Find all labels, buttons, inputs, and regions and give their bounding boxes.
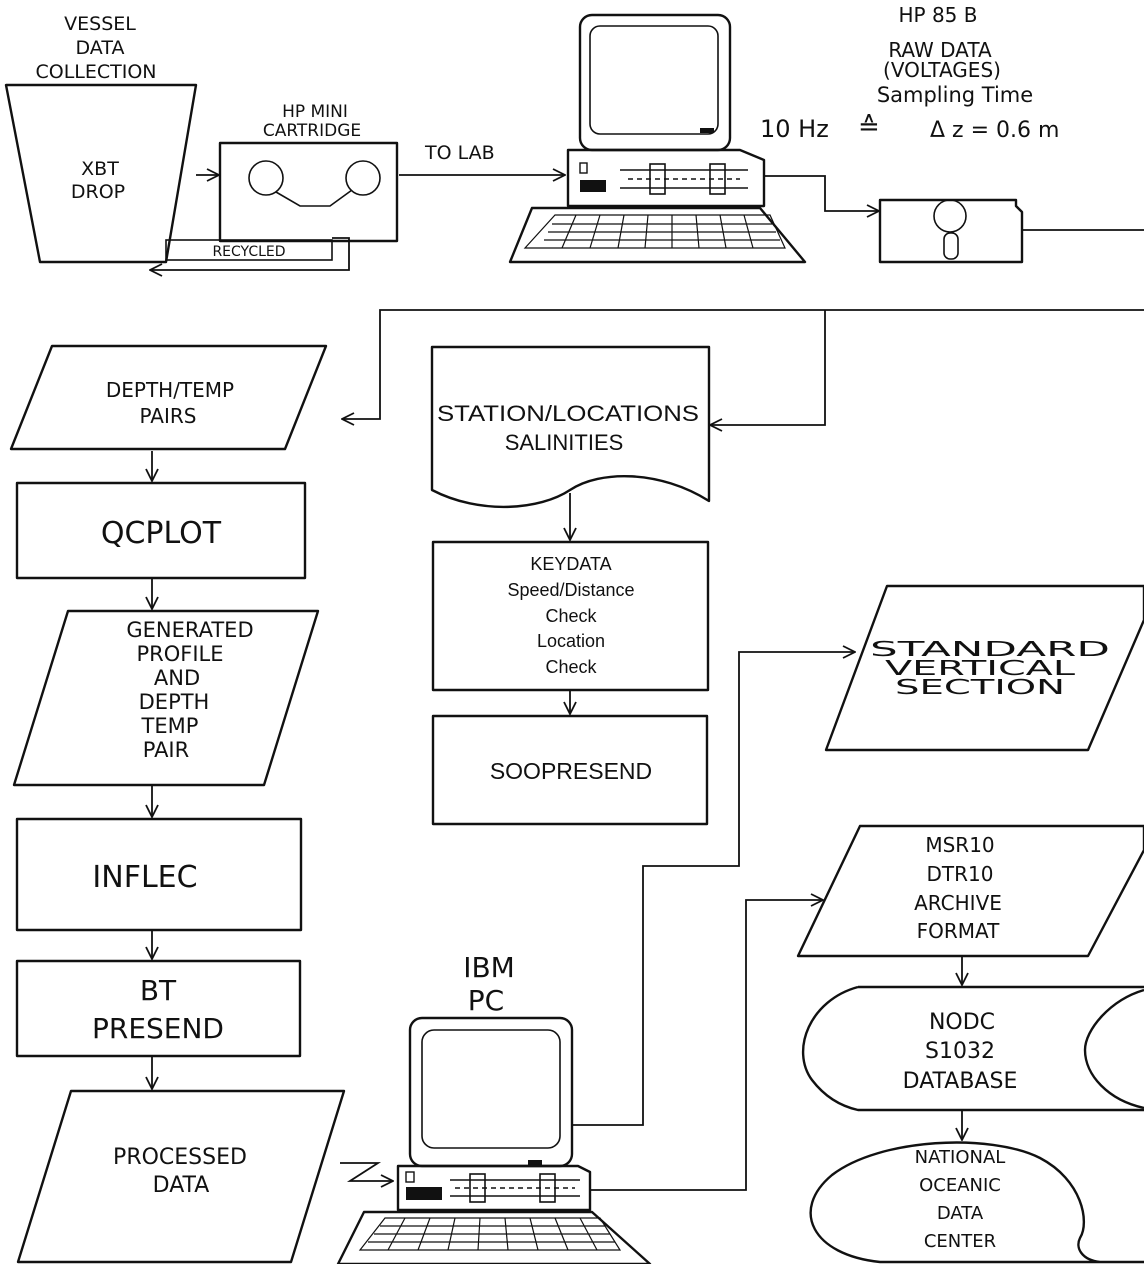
- svg-text:SOOPRESEND: SOOPRESEND: [490, 758, 652, 784]
- svg-text:PAIR: PAIR: [143, 738, 189, 762]
- arrow-processed-ibmpc: [340, 1162, 393, 1181]
- to-lab-label: TO LAB: [424, 142, 495, 164]
- station-locations-document: STATION/LOCATIONS SALINITIES: [430, 345, 711, 509]
- svg-text:MSR10: MSR10: [925, 833, 994, 857]
- svg-text:STANDARD: STANDARD: [870, 637, 1110, 661]
- bt-presend-box: BT PRESEND: [15, 959, 302, 1058]
- svg-text:DATA: DATA: [153, 1173, 210, 1198]
- svg-text:OCEANIC: OCEANIC: [919, 1175, 1001, 1196]
- svg-text:Location: Location: [537, 631, 605, 651]
- svg-text:AND: AND: [154, 666, 200, 690]
- hp85b-computer-icon: [508, 13, 807, 264]
- svg-text:SALINITIES: SALINITIES: [505, 430, 624, 455]
- xbt-drop-shape: XBT DROP: [4, 83, 198, 264]
- svg-text:BT: BT: [140, 974, 177, 1007]
- svg-text:ARCHIVE: ARCHIVE: [914, 891, 1002, 915]
- svg-text:DTR10: DTR10: [927, 862, 994, 886]
- generated-profile-shape: GENERATED PROFILE AND DEPTH TEMP PAIR: [12, 609, 320, 787]
- svg-text:PAIRS: PAIRS: [140, 404, 197, 428]
- svg-text:HP 85 B: HP 85 B: [899, 3, 978, 27]
- ibm-pc-output-connectors: [572, 652, 855, 1191]
- svg-text:XBT: XBT: [81, 158, 119, 180]
- svg-text:NODC: NODC: [929, 1010, 995, 1035]
- svg-text:≙: ≙: [858, 112, 880, 142]
- soopresend-box: SOOPRESEND: [431, 714, 709, 826]
- svg-text:DATABASE: DATABASE: [903, 1069, 1018, 1094]
- svg-text:INFLEC: INFLEC: [92, 860, 197, 895]
- keydata-box: KEYDATA Speed/Distance Check Location Ch…: [431, 540, 710, 692]
- svg-text:PROCESSED: PROCESSED: [113, 1145, 247, 1170]
- svg-text:Sampling Time: Sampling Time: [877, 83, 1033, 107]
- svg-text:PRESEND: PRESEND: [92, 1012, 224, 1045]
- svg-text:IBM: IBM: [463, 951, 515, 984]
- hp85b-raw-data-label: HP 85 B RAW DATA (VOLTAGES) Sampling Tim…: [877, 3, 1033, 107]
- hp-mini-cartridge: HP MINI CARTRIDGE: [218, 102, 399, 243]
- svg-text:DROP: DROP: [71, 181, 125, 203]
- qcplot-box: QCPLOT: [15, 481, 307, 580]
- top-flow-arrows: [150, 175, 1144, 270]
- svg-text:QCPLOT: QCPLOT: [101, 516, 222, 551]
- svg-text:VERTICAL: VERTICAL: [885, 656, 1077, 680]
- svg-text:COLLECTION: COLLECTION: [35, 61, 156, 83]
- national-oceanic-data-center-shape: NATIONAL OCEANIC DATA CENTER: [809, 1141, 1144, 1264]
- svg-text:DEPTH/TEMP: DEPTH/TEMP: [106, 378, 234, 402]
- svg-text:Δ z = 0.6 m: Δ z = 0.6 m: [930, 118, 1059, 143]
- svg-text:CARTRIDGE: CARTRIDGE: [263, 121, 361, 141]
- ibm-pc-label: IBM PC: [463, 951, 515, 1017]
- depth-temp-pairs-shape: DEPTH/TEMP PAIRS: [9, 344, 328, 451]
- svg-text:DEPTH: DEPTH: [139, 690, 210, 714]
- svg-text:PC: PC: [468, 984, 504, 1017]
- svg-text:10 Hz: 10 Hz: [760, 115, 829, 143]
- floppy-disk-icon: [878, 198, 1024, 264]
- ibm-pc-computer-icon: [336, 1016, 652, 1264]
- svg-text:SECTION: SECTION: [895, 675, 1065, 699]
- svg-text:CENTER: CENTER: [924, 1231, 996, 1252]
- svg-text:RAW DATA: RAW DATA: [888, 38, 992, 62]
- svg-text:S1032: S1032: [925, 1039, 995, 1064]
- svg-text:NATIONAL: NATIONAL: [915, 1147, 1006, 1168]
- svg-text:GENERATED: GENERATED: [126, 618, 253, 642]
- inflec-box: INFLEC: [15, 817, 303, 932]
- svg-text:DATA: DATA: [937, 1203, 984, 1224]
- svg-text:TEMP: TEMP: [141, 714, 199, 738]
- svg-text:VESSEL: VESSEL: [64, 13, 136, 35]
- svg-text:Speed/Distance: Speed/Distance: [507, 580, 634, 600]
- svg-text:FORMAT: FORMAT: [917, 919, 1001, 943]
- svg-text:KEYDATA: KEYDATA: [530, 554, 611, 574]
- svg-text:(VOLTAGES): (VOLTAGES): [883, 58, 1001, 82]
- sampling-rate-label: 10 Hz ≙ Δ z = 0.6 m: [760, 112, 1059, 143]
- connector-lines: [342, 309, 1144, 425]
- svg-text:RECYCLED: RECYCLED: [212, 244, 285, 260]
- vessel-data-collection-label: VESSEL DATA COLLECTION: [35, 13, 156, 83]
- svg-text:PROFILE: PROFILE: [136, 642, 223, 666]
- standard-vertical-section-shape: STANDARD VERTICAL SECTION: [824, 584, 1144, 752]
- processed-data-shape: PROCESSED DATA: [16, 1089, 346, 1264]
- nodc-database-storage: NODC S1032 DATABASE: [801, 985, 1144, 1112]
- svg-text:DATA: DATA: [76, 37, 125, 59]
- svg-text:HP MINI: HP MINI: [282, 102, 348, 122]
- svg-text:Check: Check: [545, 606, 597, 626]
- archive-format-shape: MSR10 DTR10 ARCHIVE FORMAT: [796, 824, 1144, 958]
- svg-text:Check: Check: [545, 657, 597, 677]
- recycled-label: RECYCLED: [165, 239, 333, 261]
- svg-text:STATION/LOCATIONS: STATION/LOCATIONS: [437, 401, 699, 426]
